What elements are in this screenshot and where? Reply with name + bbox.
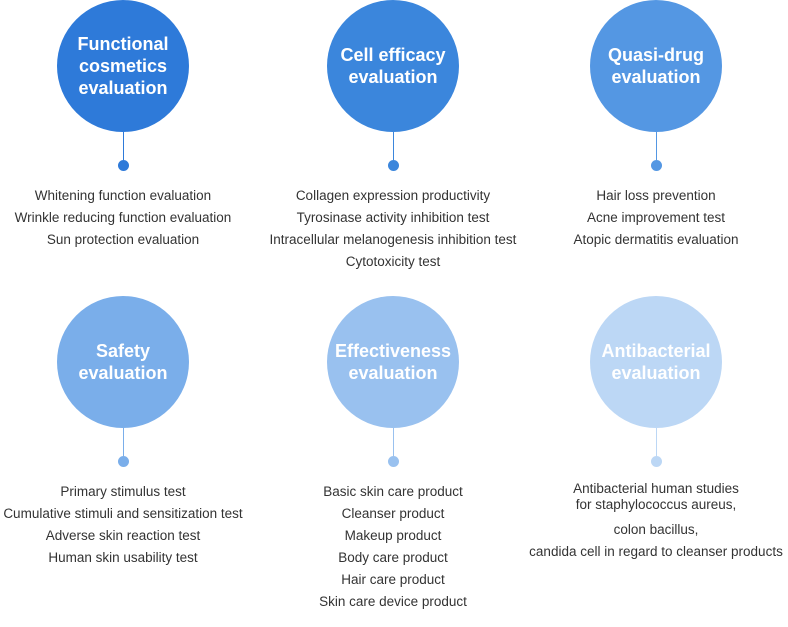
list-item: Cleanser product [341, 506, 445, 521]
connector-dot [117, 160, 129, 171]
connector-dot [650, 456, 662, 467]
quasi-drug-evaluation-list: Hair loss prevention Acne improvement te… [573, 185, 738, 251]
list-item: Acne improvement test [586, 210, 726, 225]
connector-dot [387, 456, 399, 467]
list-item: Hair care product [341, 572, 445, 587]
cell-efficacy-evaluation-circle: Cell efficacy evaluation [327, 0, 459, 132]
connector-line [392, 132, 394, 160]
list-item: Atopic dermatitis evaluation [573, 232, 739, 247]
connector-line [122, 428, 124, 456]
safety-evaluation-circle: Safety evaluation [57, 296, 189, 428]
list-item: Cumulative stimuli and sensitization tes… [3, 506, 243, 521]
list-item: Hair loss prevention [596, 188, 716, 203]
connector-line [392, 428, 394, 456]
list-item: Primary stimulus test [60, 484, 186, 499]
list-item: Human skin usability test [48, 550, 198, 565]
list-item: Makeup product [344, 528, 442, 543]
effectiveness-evaluation-circle: Effectiveness evaluation [327, 296, 459, 428]
functional-cosmetics-evaluation-circle: Functional cosmetics evaluation [57, 0, 189, 132]
functional-cosmetics-evaluation-list: Whitening function evaluation Wrinkle re… [15, 185, 232, 251]
list-item: Sun protection evaluation [46, 232, 200, 247]
quasi-drug-evaluation-card: Quasi-drug evaluation Hair loss preventi… [525, 0, 787, 265]
connector-dot [387, 160, 399, 171]
list-item: Skin care device product [319, 594, 467, 609]
list-item: Cytotoxicity test [345, 254, 441, 269]
quasi-drug-evaluation-circle: Quasi-drug evaluation [590, 0, 722, 132]
list-item: Wrinkle reducing function evaluation [14, 210, 232, 225]
antibacterial-evaluation-circle: Antibacterial evaluation [590, 296, 722, 428]
list-item: Antibacterial human studies for staphylo… [573, 481, 739, 512]
list-item: Whitening function evaluation [34, 188, 212, 203]
list-item: colon bacillus, [613, 522, 699, 537]
connector-line [655, 132, 657, 160]
effectiveness-evaluation-card: Effectiveness evaluation Basic skin care… [262, 296, 524, 627]
antibacterial-evaluation-list: Antibacterial human studies for staphylo… [529, 481, 783, 563]
list-item: Intracellular melanogenesis inhibition t… [269, 232, 517, 247]
connector-line [655, 428, 657, 456]
antibacterial-evaluation-card: Antibacterial evaluation Antibacterial h… [525, 296, 787, 577]
connector-dot [650, 160, 662, 171]
list-item: Adverse skin reaction test [45, 528, 201, 543]
list-item: Collagen expression productivity [295, 188, 491, 203]
connector-dot [117, 456, 129, 467]
safety-evaluation-card: Safety evaluation Primary stimulus test … [0, 296, 254, 583]
list-item: Body care product [338, 550, 448, 565]
connector-line [122, 132, 124, 160]
cell-efficacy-evaluation-card: Cell efficacy evaluation Collagen expres… [262, 0, 524, 287]
effectiveness-evaluation-list: Basic skin care product Cleanser product… [319, 481, 467, 613]
cell-efficacy-evaluation-list: Collagen expression productivity Tyrosin… [270, 185, 517, 273]
list-item: Basic skin care product [323, 484, 463, 499]
list-item: Tyrosinase activity inhibition test [296, 210, 490, 225]
list-item: candida cell in regard to cleanser produ… [529, 544, 783, 559]
functional-cosmetics-evaluation-card: Functional cosmetics evaluation Whitenin… [0, 0, 254, 265]
safety-evaluation-list: Primary stimulus test Cumulative stimuli… [3, 481, 242, 569]
